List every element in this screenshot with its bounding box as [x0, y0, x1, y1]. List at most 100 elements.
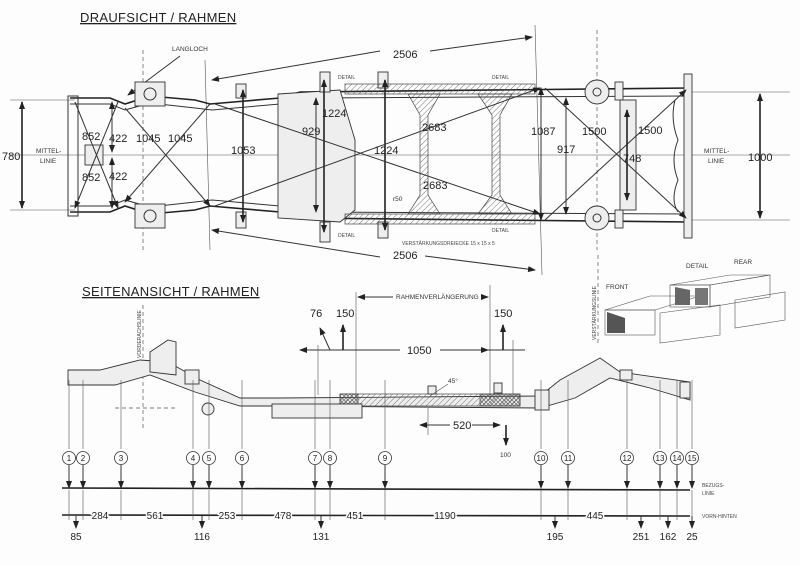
reference-point-4: 4: [186, 380, 200, 520]
dim-929: 929: [302, 126, 320, 138]
reference-point-2: 2: [76, 380, 90, 520]
vorn-hinten-line: [61, 514, 691, 517]
point-number: 10: [537, 454, 546, 463]
reinforcement-note: VERSTÄRKUNGSDREIECKE 15 x 15 x 5: [402, 240, 495, 247]
crossmember-1: [407, 93, 441, 215]
spacing-478: 478: [275, 511, 292, 522]
front-spring-hanger: [201, 402, 215, 416]
spacing-561: 561: [147, 511, 164, 522]
dim-780: 780: [2, 151, 20, 163]
reinforcement-line-label: VERSTÄRKUNGSLINIE: [591, 285, 598, 340]
point-marker-circle: [202, 451, 216, 465]
height-116: 116: [194, 532, 210, 543]
centerline-label-left-2: LINIE: [40, 158, 57, 165]
point-marker-circle: [308, 451, 322, 465]
dim-1087: 1087: [531, 126, 555, 138]
point-number: 6: [240, 454, 245, 463]
rear-label: REAR: [734, 259, 752, 266]
point-marker-circle: [235, 451, 249, 465]
point-number: 14: [673, 454, 682, 463]
point-marker-circle: [76, 451, 90, 465]
dim-1224-a: 1224: [322, 108, 346, 120]
point-number: 7: [313, 454, 318, 463]
bezugslinie: [61, 487, 691, 491]
dim-100: 100: [500, 452, 511, 459]
dim-852-b: 852: [82, 172, 100, 184]
reference-point-14: 14: [670, 380, 684, 520]
dim-1045-b: 1045: [168, 133, 192, 145]
point-marker-circle: [62, 451, 76, 465]
bezugslinie-label-2: LINIE: [702, 491, 715, 497]
dim-520: 520: [453, 420, 471, 432]
dim-150-b: 150: [494, 308, 512, 320]
centerline-label-right: MITTEL-: [704, 148, 729, 155]
detail-label: DETAIL: [338, 233, 355, 239]
point-marker-circle: [378, 451, 392, 465]
dim-748: 748: [623, 153, 641, 165]
reference-point-12: 12: [620, 380, 634, 520]
reference-point-11: 11: [561, 380, 575, 520]
rear-spring-hanger-left: [584, 79, 610, 105]
dim-422-b: 422: [109, 171, 127, 183]
spacing-1190: 1190: [434, 511, 456, 522]
crossmember-2: [477, 93, 513, 215]
dim-150-a: 150: [336, 308, 354, 320]
reference-point-5: 5: [202, 380, 216, 520]
spacing-284: 284: [92, 511, 109, 522]
reference-point-7: 7: [308, 380, 322, 520]
dim-2506-top: 2506: [393, 49, 417, 61]
point-number: 12: [623, 454, 632, 463]
reference-point-8: 8: [323, 380, 337, 520]
detail-label: DETAIL: [492, 228, 509, 234]
angle-45: 45°: [448, 377, 458, 385]
dim-76: 76: [310, 308, 322, 320]
reference-point-10: 10: [534, 380, 548, 520]
detail-label-inset: DETAIL: [686, 263, 709, 270]
height-195: 195: [547, 532, 564, 543]
point-marker-circle: [653, 451, 667, 465]
vorn-hinten-label: VORN-HINTEN: [702, 514, 737, 520]
rear-spring-hanger-right: [584, 205, 610, 231]
fuel-tank: [271, 403, 363, 419]
reference-point-1: 1: [62, 380, 76, 520]
point-marker-circle: [323, 451, 337, 465]
height-85: 85: [70, 532, 82, 543]
dim-852-a: 852: [82, 131, 100, 143]
dim-422-a: 422: [109, 133, 127, 145]
dim-1500-b: 1500: [638, 125, 662, 137]
reference-point-3: 3: [114, 380, 128, 520]
detail-inset-3d: VERSTÄRKUNGSLINIE FRONT DETAIL REAR: [591, 255, 786, 345]
cab-mount-bracket: [149, 339, 177, 376]
top-view-labels: 780 MITTEL- LINIE 852 852 422 422 1045 1…: [2, 49, 772, 262]
centerline-label-right-2: LINIE: [708, 158, 725, 165]
reference-point-15: 15: [685, 380, 699, 520]
langloch-label: LANGLOCH: [172, 46, 208, 53]
extension-label: RAHMENVERLÄNGERUNG: [396, 293, 479, 301]
point-number: 13: [656, 454, 665, 463]
detail-label: DETAIL: [338, 75, 355, 81]
reference-point-9: 9: [378, 380, 392, 520]
point-marker-circle: [620, 451, 634, 465]
reference-point-6: 6: [235, 380, 249, 520]
height-162: 162: [660, 532, 677, 543]
point-marker-circle: [534, 451, 548, 465]
detail-label: DETAIL: [492, 75, 509, 81]
spacing-445: 445: [587, 511, 604, 522]
point-marker-circle: [685, 451, 699, 465]
dim-2683-b: 2683: [423, 180, 447, 192]
dim-1000: 1000: [748, 152, 772, 164]
point-number: 9: [383, 454, 388, 463]
dim-2683-a: 2683: [422, 122, 446, 134]
centerline-label-left: MITTEL-: [36, 148, 61, 155]
point-number: 11: [564, 454, 573, 463]
spacing-253: 253: [219, 511, 236, 522]
front-label: FRONT: [606, 284, 628, 291]
point-number: 4: [191, 454, 196, 463]
radius-note: r50: [393, 196, 403, 203]
point-marker-circle: [561, 451, 575, 465]
dim-2506-bottom: 2506: [393, 250, 417, 262]
point-marker-circle: [670, 451, 684, 465]
point-number: 5: [207, 454, 212, 463]
